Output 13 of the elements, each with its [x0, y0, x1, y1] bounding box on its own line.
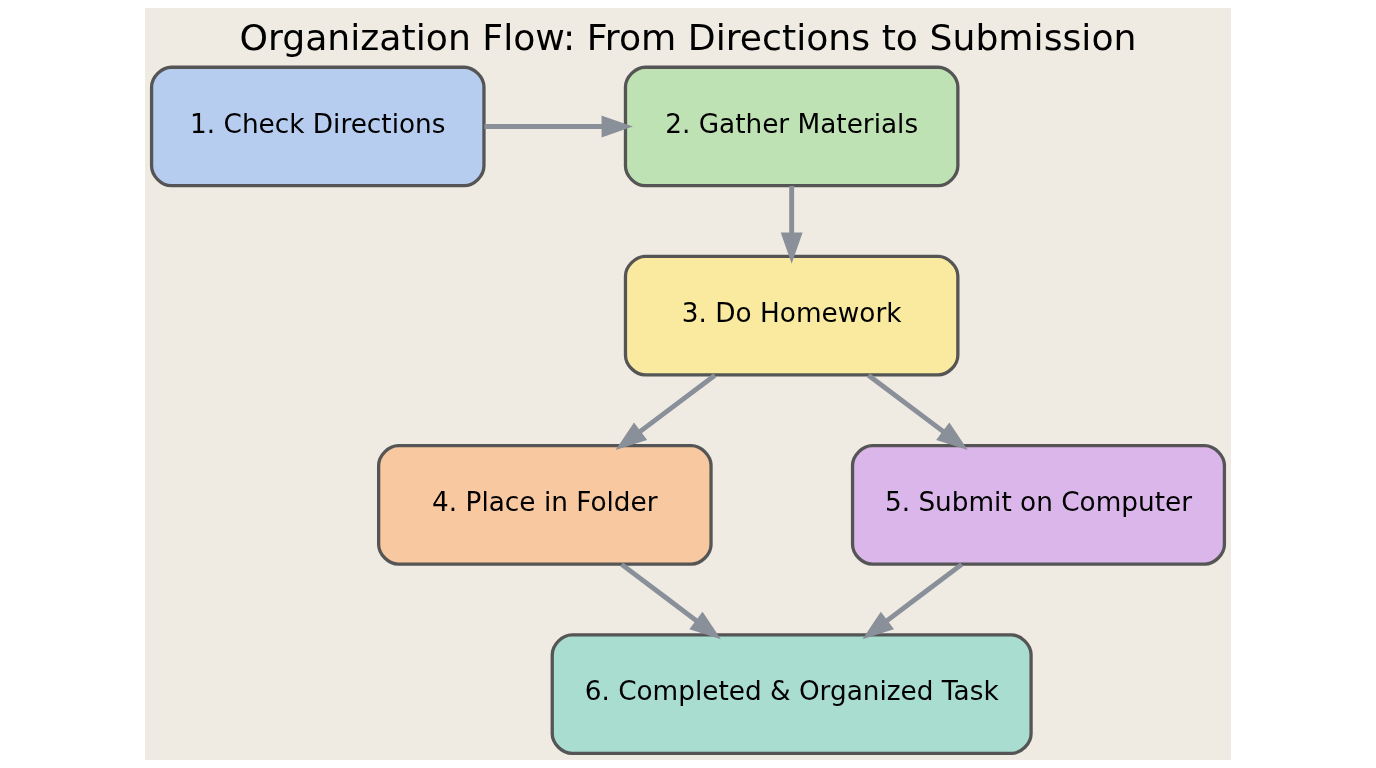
node-box: 4. Place in Folder	[377, 444, 713, 566]
node-box: 5. Submit on Computer	[850, 444, 1227, 566]
node-box: 3. Do Homework	[623, 254, 960, 377]
node-box: 6. Completed & Organized Task	[550, 633, 1033, 756]
diagram-title: Organization Flow: From Directions to Submission	[239, 16, 1137, 60]
node-box: 1. Check Directions	[149, 65, 486, 188]
arrow	[620, 562, 721, 640]
node-box: 2. Gather Materials	[623, 65, 960, 188]
arrow	[866, 373, 968, 450]
arrow	[780, 185, 803, 264]
arrow	[862, 562, 964, 640]
arrow	[484, 115, 633, 138]
arrow	[615, 373, 717, 450]
